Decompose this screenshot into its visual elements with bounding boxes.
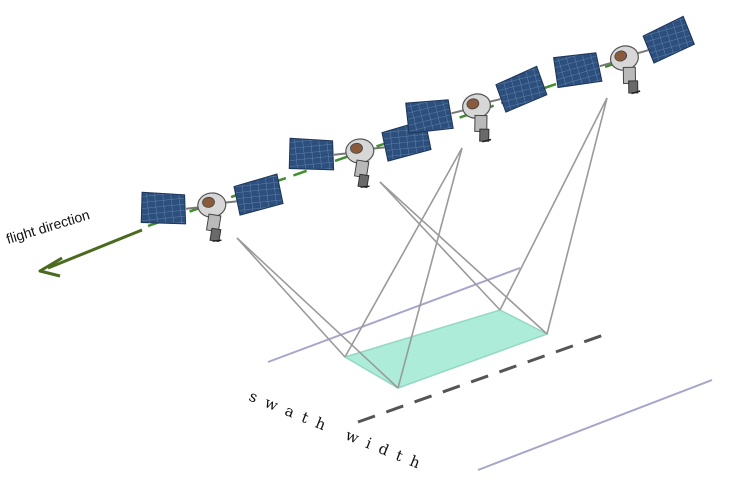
ground-line-upper [267, 267, 521, 363]
sight-lines [236, 97, 608, 389]
swath-width-label: swath width [247, 387, 432, 476]
ground-line-lower [477, 379, 713, 471]
satellite-icon [547, 14, 704, 115]
arrow-left-icon [38, 228, 143, 278]
satellite-icon [136, 172, 288, 251]
dashed-track-line [357, 330, 613, 424]
flight-direction-label: flight direction [4, 206, 91, 247]
